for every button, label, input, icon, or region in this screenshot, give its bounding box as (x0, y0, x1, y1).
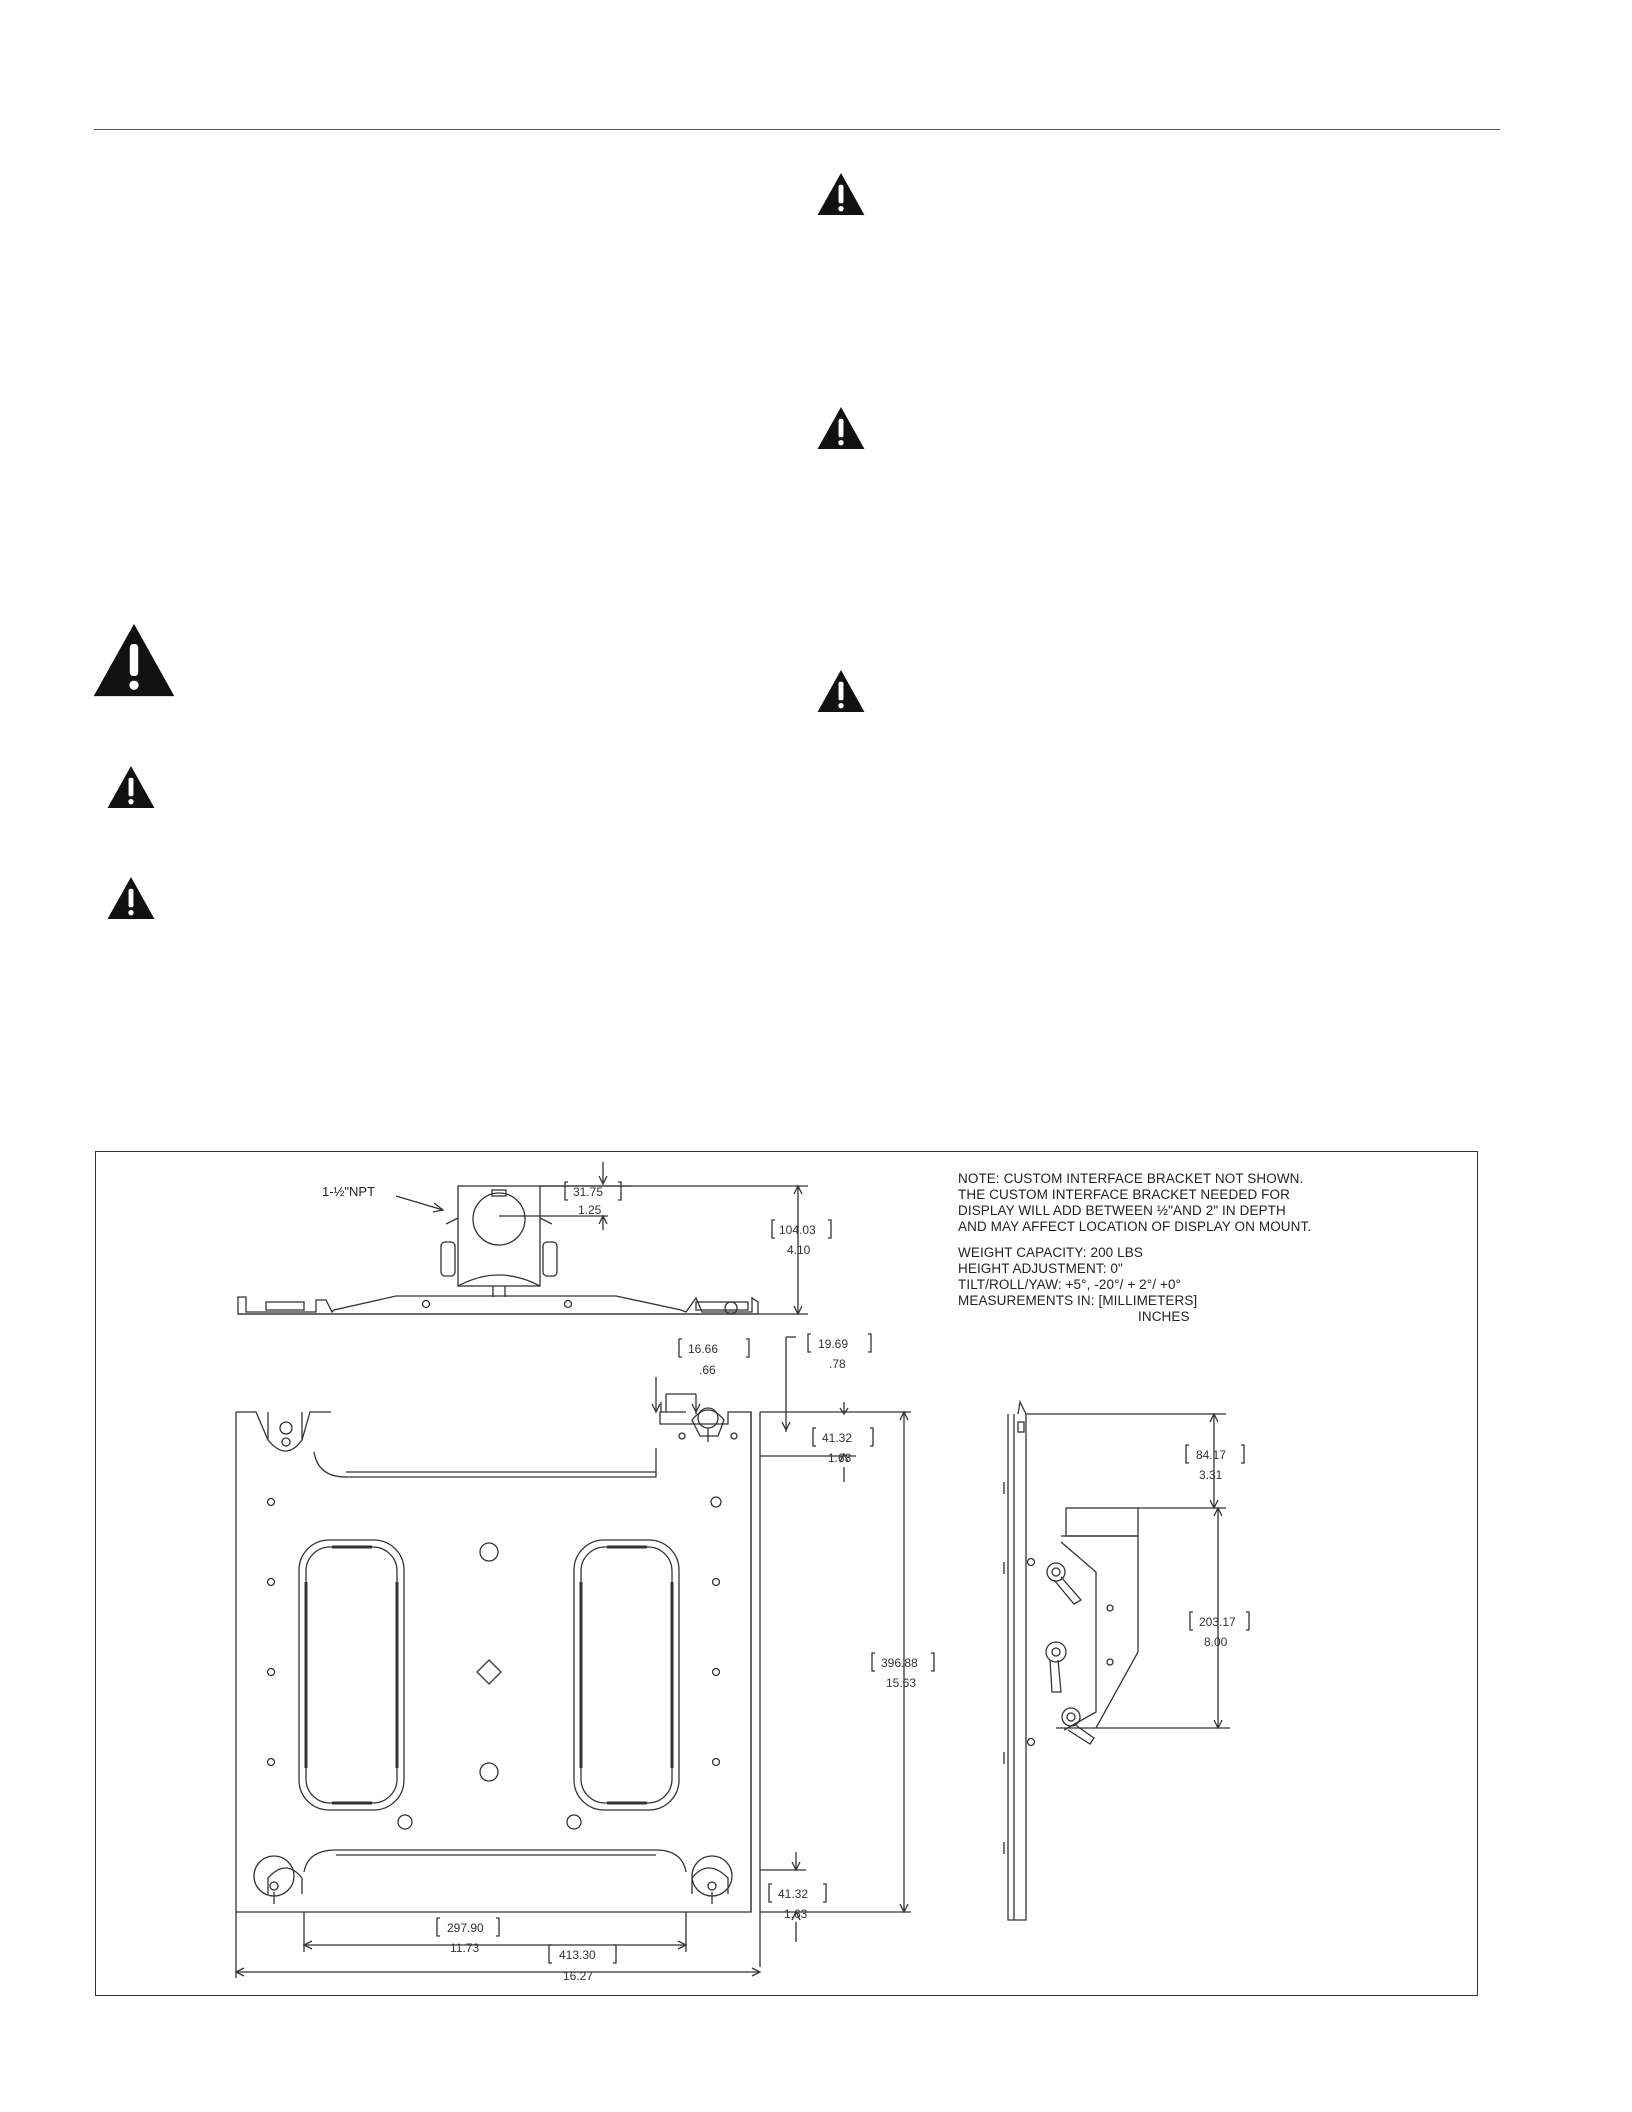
units-line: INCHES (1138, 1309, 1190, 1324)
dim-19-69-in: .78 (829, 1357, 846, 1371)
dim-41-32-top-in: 1.63 (828, 1451, 852, 1465)
mount-dimension-drawing: 1-½"NPT 31.75 1.25 104.03 4.10 16.66 .66… (234, 1162, 1250, 1983)
npt-callout-label: 1-½"NPT (322, 1184, 375, 1199)
dim-203-17-mm: 203.17 (1199, 1615, 1236, 1629)
warning-icon-large (92, 622, 176, 698)
dim-297-90-mm: 297.90 (447, 1921, 484, 1935)
dim-413-30-mm: 413.30 (559, 1948, 596, 1962)
warning-icon (816, 669, 866, 713)
dim-41-32-bottom-in: 1.63 (784, 1907, 808, 1921)
warning-triangle-icon (107, 876, 155, 920)
front-view (234, 1333, 935, 1978)
warning-triangle-icon (93, 623, 175, 697)
spec-line: MEASUREMENTS IN: [MILLIMETERS] (958, 1293, 1198, 1308)
drawing-notes: NOTE: CUSTOM INTERFACE BRACKET NOT SHOWN… (958, 1171, 1398, 1325)
dim-41-32-bottom-mm: 41.32 (778, 1887, 808, 1901)
spec-line: WEIGHT CAPACITY: 200 LBS (958, 1245, 1143, 1260)
spec-line: TILT/ROLL/YAW: +5°, -20°/ + 2°/ +0° (958, 1277, 1182, 1292)
warning-triangle-icon (107, 765, 155, 809)
dim-84-17-mm: 84.17 (1196, 1448, 1226, 1462)
dim-104-03-in: 4.10 (787, 1243, 811, 1257)
dim-396-88-in: 15.63 (886, 1676, 916, 1690)
dim-31-75-mm: 31.75 (573, 1185, 603, 1199)
top-view (237, 1162, 832, 1316)
warning-icon (106, 765, 156, 809)
note-line: AND MAY AFFECT LOCATION OF DISPLAY ON MO… (958, 1219, 1312, 1234)
dim-19-69-mm: 19.69 (818, 1337, 848, 1351)
warning-icon (816, 172, 866, 216)
dim-297-90-in: 11.73 (450, 1941, 479, 1955)
dim-396-88-mm: 396.88 (881, 1656, 918, 1670)
note-line: NOTE: CUSTOM INTERFACE BRACKET NOT SHOWN… (958, 1171, 1304, 1186)
note-line: THE CUSTOM INTERFACE BRACKET NEEDED FOR (958, 1187, 1290, 1202)
note-line: DISPLAY WILL ADD BETWEEN ½"AND 2" IN DEP… (958, 1203, 1286, 1218)
warning-icon (106, 876, 156, 920)
warning-triangle-icon (817, 172, 865, 216)
dim-84-17-in: 3.31 (1199, 1468, 1223, 1482)
warning-triangle-icon (817, 669, 865, 713)
dimension-drawing-figure: 1-½"NPT 31.75 1.25 104.03 4.10 16.66 .66… (95, 1151, 1478, 1996)
side-view (1003, 1399, 1250, 1921)
dim-16-66-in: .66 (699, 1363, 716, 1377)
dim-203-17-in: 8.00 (1204, 1635, 1228, 1649)
spec-line: HEIGHT ADJUSTMENT: 0" (958, 1261, 1123, 1276)
dim-16-66-mm: 16.66 (688, 1342, 718, 1356)
dim-104-03-mm: 104.03 (779, 1223, 816, 1237)
warning-triangle-icon (817, 406, 865, 450)
dim-413-30-in: 16.27 (563, 1969, 593, 1983)
dim-31-75-in: 1.25 (578, 1203, 602, 1217)
dim-41-32-top-mm: 41.32 (822, 1431, 852, 1445)
header-rule (94, 129, 1500, 130)
warning-icon (816, 406, 866, 450)
